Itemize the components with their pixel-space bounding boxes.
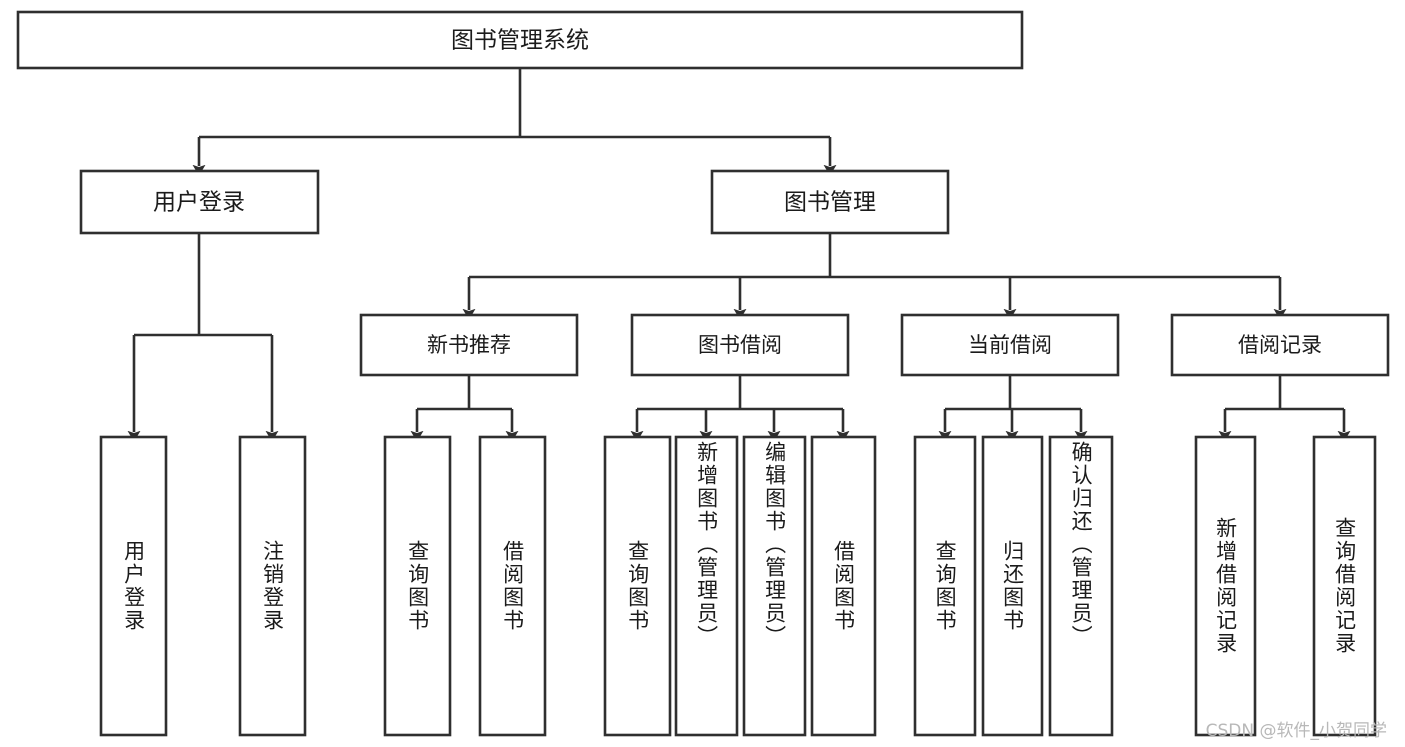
node-current-borrow[interactable]: 当前借阅 [900, 313, 1120, 377]
node-book-borrow-box[interactable] [630, 313, 850, 377]
node-book-manage-label: 图书管理 [784, 190, 876, 216]
leaf-rec-query-box[interactable] [383, 435, 452, 737]
node-new-book-rec[interactable]: 新书推荐 [359, 313, 579, 377]
leaf-borrow-do-box[interactable] [810, 435, 877, 737]
connector-current-borrow-group [938, 375, 1088, 442]
node-book-borrow[interactable]: 图书借阅 [630, 313, 850, 377]
node-book-borrow-label: 图书借阅 [698, 333, 782, 357]
node-borrow-record-label: 借阅记录 [1238, 333, 1322, 357]
node-current-borrow-box[interactable] [900, 313, 1120, 377]
node-book-manage-box[interactable] [710, 169, 950, 235]
leaf-borrow-edit-box[interactable] [742, 435, 807, 737]
node-user-login-label: 用户登录 [153, 190, 245, 216]
leaf-rec-borrow-box[interactable] [478, 435, 547, 737]
node-new-book-rec-box[interactable] [359, 313, 579, 377]
connector-user-login-group [127, 233, 279, 442]
connector-root-group [192, 68, 837, 176]
leaf-borrow-query-box[interactable] [603, 435, 672, 737]
connector-book-borrow-group [630, 375, 850, 442]
node-root-box[interactable] [16, 10, 1024, 70]
node-user-login-box[interactable] [79, 169, 320, 235]
leaf-cur-return-box[interactable] [981, 435, 1044, 737]
node-borrow-record-box[interactable] [1170, 313, 1390, 377]
node-new-book-rec-label: 新书推荐 [427, 333, 511, 357]
connector-book-manage-group [462, 233, 1287, 320]
leaf-cur-query-box[interactable] [913, 435, 977, 737]
node-book-manage[interactable]: 图书管理 [710, 169, 950, 235]
leaf-user-login-box[interactable] [99, 435, 168, 737]
node-root-label: 图书管理系统 [451, 28, 589, 54]
node-root[interactable]: 图书管理系统 [16, 10, 1024, 70]
leaf-rec-add-box[interactable] [1194, 435, 1257, 737]
connector-borrow-record-group [1218, 375, 1351, 442]
leaf-boxes [99, 435, 1377, 737]
leaf-borrow-add-box[interactable] [674, 435, 739, 737]
node-borrow-record[interactable]: 借阅记录 [1170, 313, 1390, 377]
leaf-cur-confirm-box[interactable] [1048, 435, 1114, 737]
node-current-borrow-label: 当前借阅 [968, 333, 1052, 357]
leaf-rec-query2-box[interactable] [1312, 435, 1377, 737]
connector-new-book-rec-group [410, 375, 519, 442]
node-user-login[interactable]: 用户登录 [79, 169, 320, 235]
leaf-user-logout-box[interactable] [238, 435, 307, 737]
